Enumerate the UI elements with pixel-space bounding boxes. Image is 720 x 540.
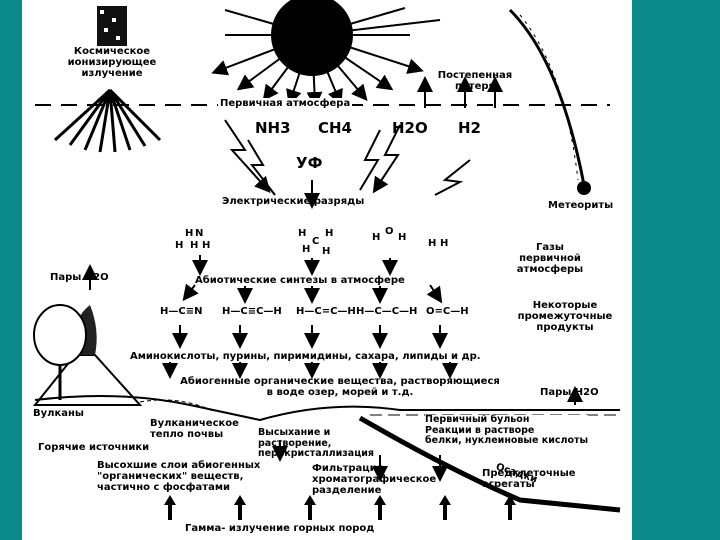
svg-text:H: H <box>302 244 310 255</box>
water-vapor-right-label: Пары H2O <box>540 387 599 398</box>
cosmic-radiation-column <box>97 6 127 46</box>
cosmic-radiation-label: Космическое ионизирующее излучение <box>67 46 157 79</box>
svg-text:H: H <box>372 232 380 243</box>
abiotic-synthesis-label: Абиотические синтезы в атмосфере <box>195 275 405 286</box>
water-vapor-left-label: Пары H2O <box>50 272 109 283</box>
svg-text:H: H <box>322 246 330 257</box>
gradual-loss-arrows <box>417 76 503 108</box>
svg-text:H: H <box>440 238 448 249</box>
electric-discharges-label: Электрические разряды <box>222 196 365 207</box>
uv-label: УФ <box>296 154 323 172</box>
svg-text:H: H <box>175 240 183 251</box>
meteorite-icon <box>508 8 591 195</box>
svg-text:H—C≡N: H—C≡N <box>160 306 202 317</box>
svg-text:H—C—C—H: H—C—C—H <box>356 306 417 317</box>
svg-text:H: H <box>190 240 198 251</box>
svg-text:H: H <box>398 232 406 243</box>
gamma-arrows <box>164 495 516 520</box>
synthesis-arrows <box>82 255 583 405</box>
sun-icon <box>211 0 441 108</box>
nh3-label: NH3 <box>255 119 291 137</box>
primary-broth-label: Первичный бульон Реакции в растворе белк… <box>425 414 589 447</box>
svg-text:H: H <box>428 238 436 249</box>
meteorites-label: Метеориты <box>548 200 614 211</box>
dried-layers-arrows <box>272 440 448 482</box>
hot-springs-label: Горячие источники <box>38 442 150 453</box>
gradual-loss-label: Постепенная потеря <box>437 70 513 92</box>
dried-layers-label: Высохшие слои абиогенных "органических" … <box>97 460 261 493</box>
abiogenic-organic-label: Абиогенные органические вещества, раство… <box>180 376 500 398</box>
svg-text:C: C <box>312 236 319 247</box>
svg-text:H—C≡C—H: H—C≡C—H <box>222 306 282 317</box>
svg-text:O: O <box>385 226 394 237</box>
svg-text:H: H <box>202 240 210 251</box>
precellular-aggregates-label: Предклеточные агрегаты <box>482 468 576 490</box>
primary-atmosphere-label: Первичная атмосфера <box>218 98 353 109</box>
organic-compounds-label: Аминокислоты, пурины, пиримидины, сахара… <box>130 351 481 362</box>
drying-dissolving-label: Высыхание и растворение, перекристаллиза… <box>258 427 375 459</box>
volcanoes-label: Вулканы <box>33 408 84 419</box>
primary-atmosphere-gases-label: Газы первичной атмосферы <box>516 242 584 275</box>
cosmic-rays-fan <box>53 88 162 153</box>
tree-icon <box>33 304 87 400</box>
svg-text:H: H <box>185 228 193 239</box>
intermediate-products-label: Некоторые промежуточные продукты <box>517 300 613 333</box>
svg-text:O=C—H: O=C—H <box>426 306 469 317</box>
svg-text:H: H <box>325 228 333 239</box>
h2-label: H2 <box>458 119 481 137</box>
gamma-radiation-label: Гамма- излучение горных пород <box>185 523 375 534</box>
svg-text:H: H <box>298 228 306 239</box>
volcanic-soil-heat-label: Вулканическое тепло почвы <box>150 418 239 440</box>
filtration-label: Фильтрация хроматографическое разделение <box>312 463 437 496</box>
ch4-label: CH4 <box>318 119 352 137</box>
lightning-bolts <box>224 119 471 196</box>
svg-text:H—C=C—H: H—C=C—H <box>296 306 356 317</box>
svg-text:N: N <box>195 228 203 239</box>
h2o-label: H2O <box>392 119 428 137</box>
paper-background <box>22 0 632 540</box>
